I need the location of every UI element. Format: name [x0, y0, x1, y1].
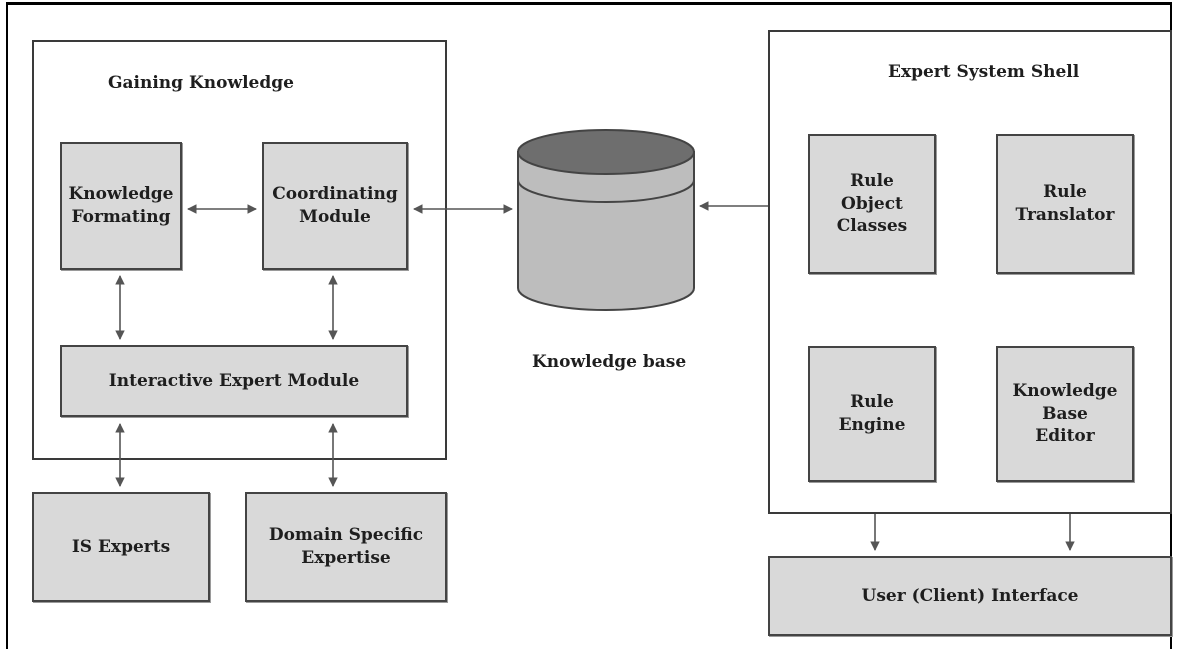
knowledge-formating-node: Knowledge Formating: [60, 142, 182, 270]
rule-engine-label: Rule Engine: [838, 392, 906, 435]
coordinating-module-node: Coordinating Module: [262, 142, 408, 270]
is-experts-label: IS Experts: [71, 536, 171, 557]
expert-system-shell-title: Expert System Shell: [888, 62, 1080, 82]
user-client-interface-label: User (Client) Interface: [861, 585, 1079, 606]
interactive-expert-module-node: Interactive Expert Module: [60, 345, 408, 417]
knowledge-base-cylinder: [517, 129, 695, 311]
rule-translator-node: Rule Translator: [996, 134, 1134, 274]
is-experts-node: IS Experts: [32, 492, 210, 602]
rule-object-classes-label: Rule Object Classes: [836, 170, 908, 237]
knowledge-base-editor-label: Knowledge Base Editor: [1012, 380, 1118, 447]
knowledge-formating-label: Knowledge Formating: [68, 184, 174, 227]
gaining-knowledge-title: Gaining Knowledge: [108, 73, 294, 93]
rule-engine-node: Rule Engine: [808, 346, 936, 482]
rule-object-classes-node: Rule Object Classes: [808, 134, 936, 274]
knowledge-base-label: Knowledge base: [532, 352, 687, 372]
interactive-expert-module-label: Interactive Expert Module: [108, 370, 360, 391]
knowledge-base-editor-node: Knowledge Base Editor: [996, 346, 1134, 482]
domain-specific-expertise-label: Domain Specific Expertise: [268, 525, 424, 568]
rule-translator-label: Rule Translator: [1015, 182, 1115, 225]
coordinating-module-label: Coordinating Module: [272, 184, 398, 227]
user-client-interface-node: User (Client) Interface: [768, 556, 1172, 636]
domain-specific-expertise-node: Domain Specific Expertise: [245, 492, 447, 602]
